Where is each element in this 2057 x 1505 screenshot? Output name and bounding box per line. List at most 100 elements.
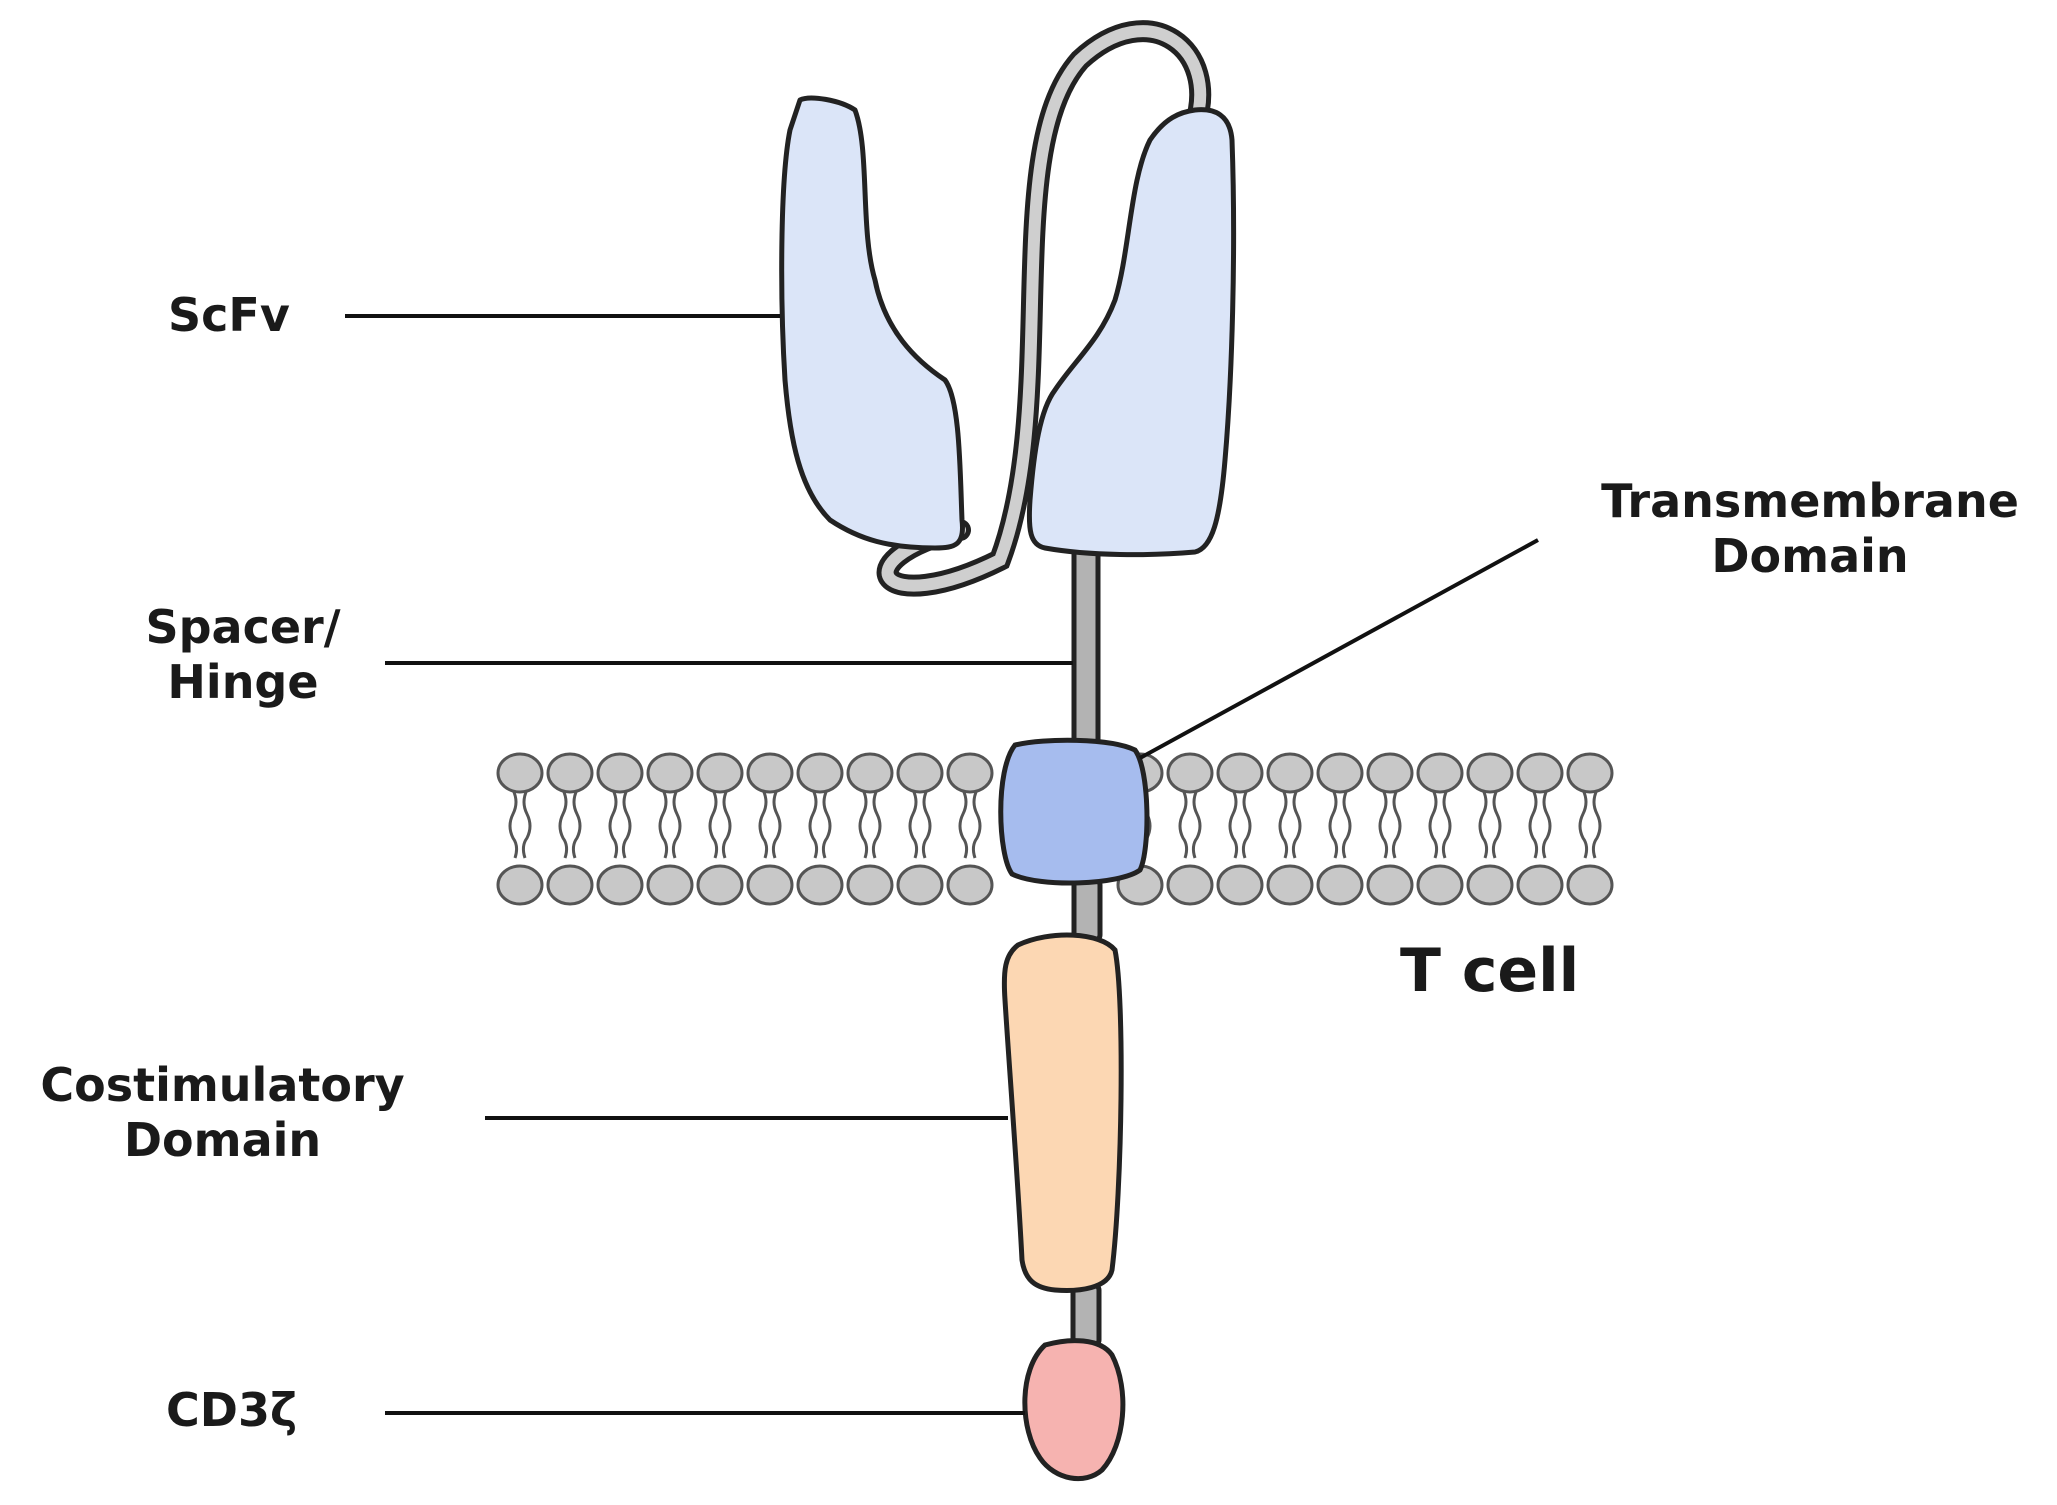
lipid-head-inner [1566, 864, 1614, 906]
lipid-head-inner [896, 864, 944, 906]
lipid-tail [558, 789, 569, 859]
lipid-head-outer [746, 752, 794, 794]
lipid-tail [971, 789, 982, 859]
spacer-hinge-stalk [1071, 542, 1101, 753]
lipid-tail [821, 789, 832, 859]
transmembrane-label: Transmembrane Domain [1565, 474, 2055, 584]
cd3z-label: CD3ζ [166, 1383, 298, 1437]
lipid-head-outer [546, 752, 594, 794]
lipid-head-inner [1166, 864, 1214, 906]
lipid-tail [1241, 789, 1252, 859]
lipid-head-outer [696, 752, 744, 794]
lipid-head-outer [596, 752, 644, 794]
lipid-head-outer [1216, 752, 1264, 794]
costimulatory-label-line2: Domain [123, 1113, 322, 1168]
intracellular-stalk-upper [1071, 877, 1103, 943]
lipid-tail [1378, 789, 1389, 859]
lipid-head-outer [1566, 752, 1614, 794]
lipid-tail [1491, 789, 1502, 859]
lipid-tail [708, 789, 719, 859]
spacer-hinge-label: Spacer/ Hinge [128, 600, 358, 710]
lipid-head-outer [1266, 752, 1314, 794]
lipid-tail [871, 789, 882, 859]
lipid-head-outer [796, 752, 844, 794]
lipid-head-outer [946, 752, 994, 794]
lipid-head-outer [846, 752, 894, 794]
intracellular-stalk-lower [1070, 1282, 1102, 1348]
lipid-head-outer [1416, 752, 1464, 794]
lipid-bilayer [496, 752, 1614, 906]
cd3z-domain [1022, 1338, 1126, 1481]
lipid-head-outer [1466, 752, 1514, 794]
scfv-linker-loop [876, 20, 1212, 597]
lipid-tail [858, 789, 869, 859]
lipid-tail [908, 789, 919, 859]
lipid-tail [1278, 789, 1289, 859]
lipid-tail [808, 789, 819, 859]
lipid-tail [571, 789, 582, 859]
lipid-tail [508, 789, 519, 859]
lipid-head-inner [496, 864, 544, 906]
lipid-tail [1291, 789, 1302, 859]
t-cell-label: T cell [1400, 936, 1580, 1006]
lipid-tail [1528, 789, 1539, 859]
lipid-tail [1191, 789, 1202, 859]
costimulatory-domain [1001, 932, 1124, 1293]
lipid-tail [1478, 789, 1489, 859]
lipid-head-inner [1516, 864, 1564, 906]
transmembrane-label-line1: Transmembrane [1601, 474, 2019, 528]
lipid-head-inner [1466, 864, 1514, 906]
lipid-head-outer [646, 752, 694, 794]
lipid-tail [958, 789, 969, 859]
lipid-tail [721, 789, 732, 859]
lipid-tail [671, 789, 682, 859]
scfv-right-lobe [1026, 107, 1237, 558]
costimulatory-label: Costimulatory Domain [10, 1058, 435, 1168]
lipid-tail [1428, 789, 1439, 859]
scfv-label: ScFv [168, 288, 290, 342]
spacer-label-line2: Hinge [167, 655, 319, 710]
lipid-tail [621, 789, 632, 859]
lipid-tail [771, 789, 782, 859]
lipid-head-inner [646, 864, 694, 906]
scfv-left-lobe [779, 95, 966, 551]
lipid-head-inner [596, 864, 644, 906]
lipid-tail [1441, 789, 1452, 859]
lipid-tail [521, 789, 532, 859]
lipid-head-inner [946, 864, 994, 906]
lipid-tail [1341, 789, 1352, 859]
lipid-head-outer [496, 752, 544, 794]
lipid-tail [1228, 789, 1239, 859]
lipid-tail [1178, 789, 1189, 859]
lipid-head-outer [1516, 752, 1564, 794]
lipid-tail [608, 789, 619, 859]
transmembrane-domain [998, 737, 1150, 886]
lipid-head-outer [1166, 752, 1214, 794]
spacer-label-line1: Spacer/ [145, 600, 341, 654]
lipid-tail [758, 789, 769, 859]
transmembrane-label-line2: Domain [1711, 529, 1909, 584]
lipid-tail [1391, 789, 1402, 859]
lipid-head-outer [1316, 752, 1364, 794]
lipid-tail [1328, 789, 1339, 859]
lipid-head-inner [746, 864, 794, 906]
costimulatory-label-line1: Costimulatory [40, 1058, 405, 1112]
lipid-head-inner [1216, 864, 1264, 906]
lipid-tail [1541, 789, 1552, 859]
lipid-head-outer [1366, 752, 1414, 794]
lipid-tail [1578, 789, 1589, 859]
lipid-head-inner [696, 864, 744, 906]
transmembrane-leader-line [1139, 538, 1539, 760]
lipid-head-outer [896, 752, 944, 794]
lipid-head-inner [546, 864, 594, 906]
lipid-head-inner [1366, 864, 1414, 906]
lipid-tail [1591, 789, 1602, 859]
lipid-head-inner [846, 864, 894, 906]
lipid-tail [658, 789, 669, 859]
lipid-head-inner [1266, 864, 1314, 906]
lipid-head-inner [796, 864, 844, 906]
lipid-head-inner [1316, 864, 1364, 906]
lipid-tail [921, 789, 932, 859]
